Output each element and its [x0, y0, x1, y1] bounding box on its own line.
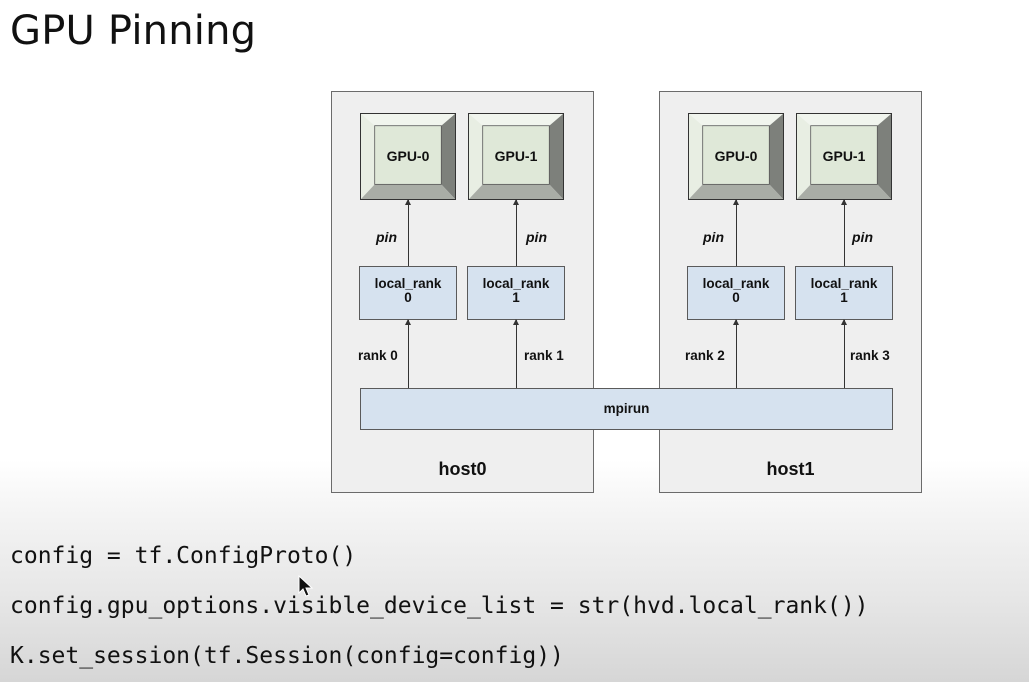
rank-arrow — [841, 319, 847, 388]
pin-label: pin — [852, 229, 873, 245]
mouse-cursor-icon — [298, 575, 314, 597]
local-rank-box: local_rank 1 — [467, 266, 565, 320]
rank-arrow — [733, 319, 739, 388]
code-line: config.gpu_options.visible_device_list =… — [10, 593, 869, 619]
gpu-bevel-icon — [797, 114, 891, 199]
pin-label: pin — [526, 229, 547, 245]
gpu-bevel-icon — [469, 114, 563, 199]
rank-arrow — [513, 319, 519, 388]
local-rank-label: local_rank — [702, 276, 770, 291]
gpu-label: GPU-0 — [714, 148, 758, 164]
slide-title: GPU Pinning — [10, 8, 257, 54]
local-rank-value: 0 — [732, 290, 740, 305]
rank-arrow — [405, 319, 411, 388]
local-rank-value: 1 — [840, 290, 848, 305]
gpu-box: GPU-0 — [360, 113, 456, 200]
code-line: K.set_session(tf.Session(config=config)) — [10, 643, 564, 669]
host-label: host1 — [766, 459, 815, 479]
gpu-bevel-icon — [361, 114, 455, 199]
gpu-label: GPU-1 — [822, 148, 866, 164]
local-rank-box: local_rank 0 — [687, 266, 785, 320]
gpu-bevel-icon — [689, 114, 783, 199]
rank-label: rank 2 — [685, 348, 725, 363]
local-rank-value: 1 — [512, 290, 520, 305]
gpu-label: GPU-1 — [494, 148, 538, 164]
rank-label: rank 0 — [358, 348, 398, 363]
local-rank-box: local_rank 0 — [359, 266, 457, 320]
gpu-box: GPU-0 — [688, 113, 784, 200]
pin-label: pin — [376, 229, 397, 245]
pin-arrow — [841, 199, 847, 266]
gpu-label: GPU-0 — [386, 148, 430, 164]
local-rank-label: local_rank — [810, 276, 878, 291]
mpirun-box: mpirun — [360, 388, 893, 430]
rank-label: rank 3 — [850, 348, 890, 363]
pin-label: pin — [703, 229, 724, 245]
local-rank-label: local_rank — [482, 276, 550, 291]
pin-arrow — [405, 199, 411, 266]
host-label: host0 — [438, 459, 487, 479]
local-rank-value: 0 — [404, 290, 412, 305]
gpu-box: GPU-1 — [796, 113, 892, 200]
pin-arrow — [513, 199, 519, 266]
rank-label: rank 1 — [524, 348, 564, 363]
local-rank-box: local_rank 1 — [795, 266, 893, 320]
code-line: config = tf.ConfigProto() — [10, 543, 357, 569]
local-rank-label: local_rank — [374, 276, 442, 291]
pin-arrow — [733, 199, 739, 266]
gpu-box: GPU-1 — [468, 113, 564, 200]
